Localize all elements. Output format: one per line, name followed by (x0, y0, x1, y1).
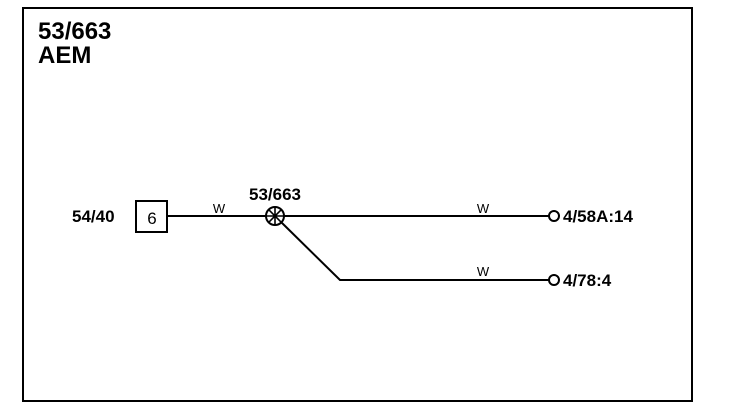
lower-terminal-icon (548, 274, 560, 286)
wire-color-main: W (213, 201, 226, 216)
title-line-code: 53/663 (38, 18, 112, 45)
upper-terminal-label: 4/58A:14 (563, 207, 633, 226)
upper-terminal-icon (548, 210, 560, 222)
lower-terminal-label: 4/78:4 (563, 271, 612, 290)
connector-pin-box (135, 200, 168, 233)
wire-color-lower: W (477, 264, 490, 279)
branch-wire (280, 221, 549, 281)
title-line-module: AEM (38, 42, 92, 69)
diagram-frame (22, 7, 693, 402)
left-connector-label: 54/40 (72, 207, 115, 226)
diagram-title: 53/663 AEM (38, 20, 111, 68)
connector-pin-number: 6 (147, 209, 156, 228)
splice-icon (265, 206, 285, 226)
splice-label: 53/663 (249, 185, 301, 204)
wire-color-upper: W (477, 201, 490, 216)
